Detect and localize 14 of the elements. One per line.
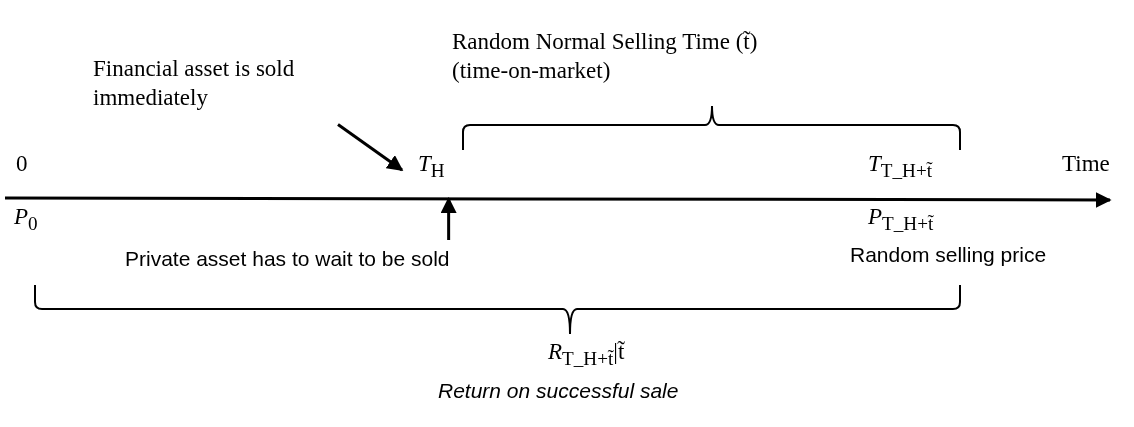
brace-label: Random Normal Selling Time (t̃) (time-on-market): [452, 28, 759, 85]
annotation-text: Private asset has to wait to be sold: [125, 246, 450, 273]
price-label: P$_{T_H+t̃}$: [868, 203, 934, 236]
return-caption: Return on successful sale: [438, 378, 679, 404]
price-label: P$_{0}$: [14, 203, 38, 236]
arrow: [440, 196, 457, 240]
time-point-label: T$_{T_H+t̃}$: [868, 150, 933, 183]
axis-label: Time: [1062, 150, 1110, 178]
time-point-label: T$_{H}$: [418, 150, 445, 183]
arrow: [337, 123, 404, 172]
time-point-label: 0: [16, 150, 28, 178]
return-label: R$_{T_H+t̃}$|t̃: [548, 338, 625, 371]
price-caption: Random selling price: [850, 242, 1047, 268]
annotation-text: Financial asset is sold immediately: [93, 55, 363, 113]
